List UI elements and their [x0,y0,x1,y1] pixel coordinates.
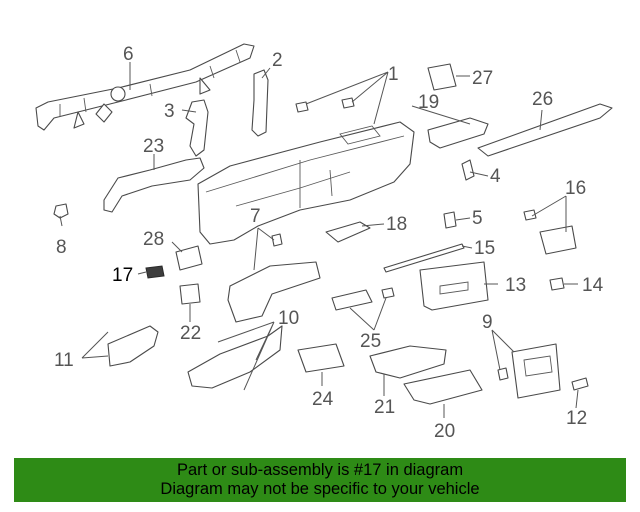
part-7-clip [271,233,283,247]
callout-14: 14 [582,275,604,296]
callout-21: 21 [374,397,395,418]
part-9-clip [497,367,509,381]
part-9-bezel [511,343,561,399]
callout-4: 4 [490,166,501,187]
part-3-bracket [185,99,209,157]
callout-3: 3 [164,101,175,122]
part-15-strip [383,243,465,273]
callout-9: 9 [482,312,493,333]
banner-line-2: Diagram may not be specific to your vehi… [160,480,480,498]
part-1-clip-a [295,101,309,113]
instrument-panel [197,121,415,245]
callout-8: 8 [56,237,67,258]
banner-line-1: Part or sub-assembly is #17 in diagram [176,461,464,479]
callout-23: 23 [143,136,164,157]
part-12-bolt [571,377,589,391]
callout-2: 2 [272,50,283,71]
callout-22: 22 [180,323,201,344]
callout-7: 7 [250,206,261,227]
part-2-bracket [251,69,269,137]
part-16-panel [539,225,577,255]
callout-16: 16 [565,178,586,199]
callout-13: 13 [505,275,526,296]
callout-18: 18 [386,214,407,235]
part-25-clip [381,287,395,299]
part-20-console-box [403,369,483,405]
part-13-glove-box [419,261,489,311]
part-24-tray [297,343,345,373]
part-21-console [369,345,447,379]
callout-28: 28 [143,229,164,250]
part-28-vent [175,245,203,271]
part-7-cluster-finish [227,261,321,323]
callout-12: 12 [566,408,587,429]
part-25-box [331,289,373,311]
part-6-reinforcement [35,43,255,131]
part-5-bracket [443,211,457,229]
part-23-brace [103,157,205,213]
part-10-duct [187,325,283,389]
part-1-clip-b [341,97,355,109]
callout-11: 11 [54,350,74,371]
callout-24: 24 [312,389,334,410]
callout-20: 20 [434,421,455,442]
callout-1: 1 [388,64,399,85]
leader-lines [59,62,579,418]
callout-6: 6 [123,44,134,65]
info-banner: Part or sub-assembly is #17 in diagram D… [14,458,626,502]
callout-25: 25 [360,331,381,352]
callout-19: 19 [418,92,439,113]
part-27-vent [427,63,457,91]
part-18-duct [325,221,371,243]
callout-5: 5 [472,208,483,229]
part-14-knob [549,277,565,291]
callout-27: 27 [472,68,493,89]
callout-17-highlighted: 17 [112,265,133,286]
part-19-bracket [427,117,489,149]
part-16-clip [523,209,537,221]
part-22-switch [179,283,201,305]
part-11-cover [107,325,159,367]
callout-15: 15 [474,238,495,259]
part-26-panel [477,103,613,157]
parts-diagram: 6 2 1 27 3 19 26 23 4 16 5 7 18 8 28 15 … [35,43,613,442]
part-17-switch [145,265,165,279]
callout-10: 10 [278,308,299,329]
callout-26: 26 [532,89,553,110]
part-8-clip [53,203,69,219]
part-4-bracket [461,159,475,181]
